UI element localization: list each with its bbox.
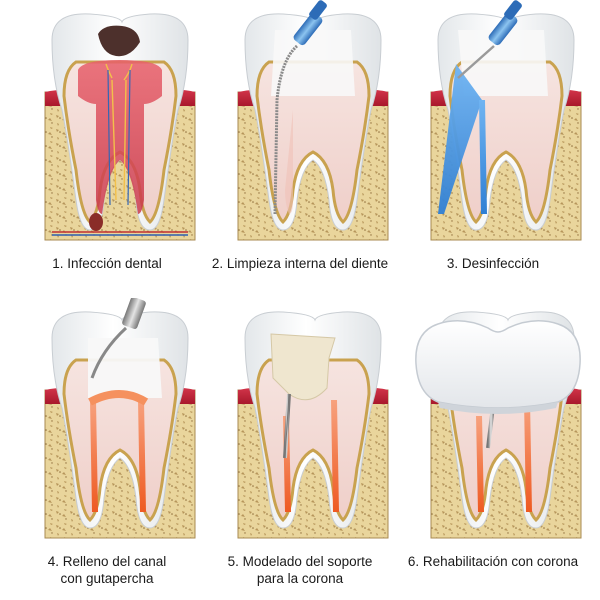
infected-tooth-illustration	[43, 12, 197, 242]
irrigation-needle-icon	[457, 0, 522, 79]
filling-instrument-icon	[90, 298, 146, 379]
step-3-panel: 3. Desinfección	[398, 0, 588, 290]
step-5-caption: 5. Modelado del soporte para la corona	[227, 554, 373, 586]
endodontic-file-icon	[273, 0, 327, 215]
step-2-panel: 2. Limpieza interna del diente	[205, 0, 395, 290]
cleaning-tooth-illustration	[236, 0, 390, 242]
step-6-caption: 6. Rehabilitación con corona	[407, 554, 579, 569]
step-2-caption: 2. Limpieza interna del diente	[211, 256, 389, 271]
dental-crown-icon	[415, 320, 581, 414]
crowned-tooth-illustration	[415, 310, 583, 540]
step-6-panel: 6. Rehabilitación con corona	[398, 298, 588, 588]
step-4-panel: 4. Relleno del canal con gutapercha	[12, 298, 202, 588]
step-3-caption: 3. Desinfección	[446, 256, 540, 271]
step-4-caption: 4. Relleno del canal con gutapercha	[47, 554, 167, 586]
filling-tooth-illustration	[43, 298, 197, 540]
step-1-caption: 1. Infección dental	[52, 256, 162, 271]
step-1-panel: 1. Infección dental	[12, 0, 202, 290]
step-5-panel: 5. Modelado del soporte para la corona	[205, 298, 395, 588]
post-core-tooth-illustration	[236, 310, 390, 540]
disinfection-tooth-illustration	[429, 0, 583, 242]
